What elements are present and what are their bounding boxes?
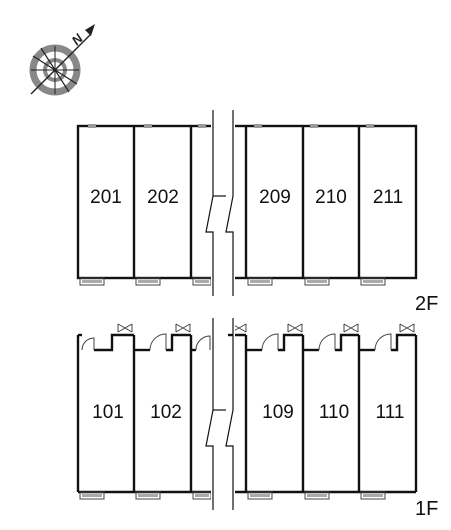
unit-109: 109 xyxy=(262,402,294,423)
unit-111: 111 xyxy=(376,402,405,423)
unit-209: 209 xyxy=(259,187,291,208)
compass-north-label: N xyxy=(69,30,87,48)
unit-202: 202 xyxy=(147,187,179,208)
floor-label-1f: 1F xyxy=(415,498,438,520)
unit-201: 201 xyxy=(90,187,122,208)
floor-label-2f: 2F xyxy=(415,293,438,315)
floor-2f-plan: 201 202 209 210 211 2F xyxy=(76,110,438,315)
compass-icon: N xyxy=(29,24,95,96)
floor-1f-plan: 101 102 109 110 111 1F xyxy=(76,318,438,520)
unit-210: 210 xyxy=(315,187,347,208)
unit-110: 110 xyxy=(319,402,349,423)
unit-102: 102 xyxy=(150,402,182,423)
unit-101: 101 xyxy=(92,402,124,423)
unit-211: 211 xyxy=(373,187,403,208)
